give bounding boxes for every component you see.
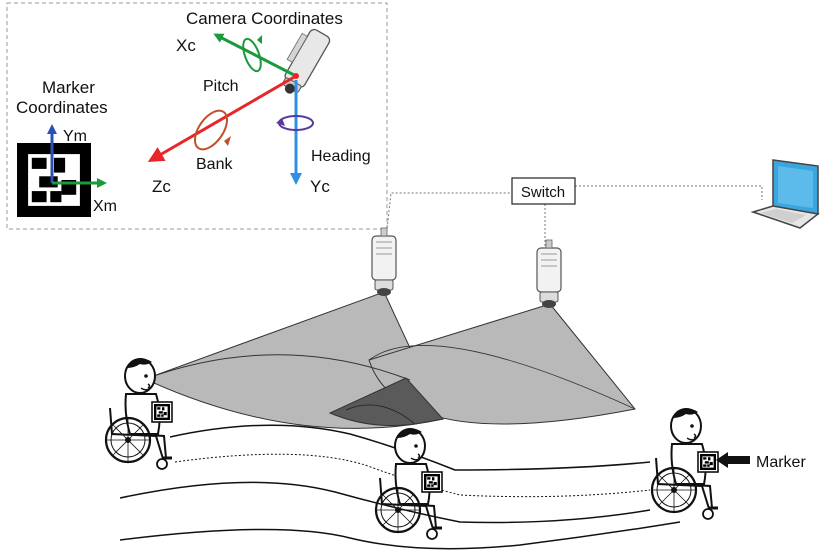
marker-pointer-arrow-icon <box>716 452 750 468</box>
marker-legend-label: Marker <box>756 454 806 471</box>
laptop-icon <box>750 159 820 229</box>
network-cables <box>384 185 763 249</box>
movement-paths <box>119 424 681 550</box>
xc-axis-label: Xc <box>176 36 196 55</box>
switch-box: Switch <box>511 177 576 205</box>
yc-axis-label: Yc <box>310 177 330 196</box>
pitch-rotation-icon <box>242 37 262 73</box>
wheelchair-user-icon <box>652 408 718 519</box>
marker-coordinates-title-line2: Coordinates <box>16 98 108 117</box>
marker-coordinates-title-line1: Marker <box>42 78 95 97</box>
zc-axis-label: Zc <box>152 177 171 196</box>
xc-axis-arrow <box>213 33 297 78</box>
ym-axis-label: Ym <box>63 128 87 145</box>
xm-axis-label: Xm <box>93 198 117 215</box>
heading-label: Heading <box>311 148 371 165</box>
bank-rotation-icon <box>194 109 228 151</box>
switch-label: Switch <box>521 184 565 201</box>
bank-label: Bank <box>196 156 233 173</box>
pitch-label: Pitch <box>203 78 239 95</box>
camera-icon <box>536 239 562 309</box>
camera-coordinates-title: Camera Coordinates <box>186 9 343 28</box>
zc-axis-arrow <box>147 74 297 163</box>
camera-2-field-of-view <box>368 303 636 425</box>
fiducial-marker-icon <box>17 143 91 217</box>
camera-icon <box>371 227 397 297</box>
camera-icon <box>282 28 331 94</box>
